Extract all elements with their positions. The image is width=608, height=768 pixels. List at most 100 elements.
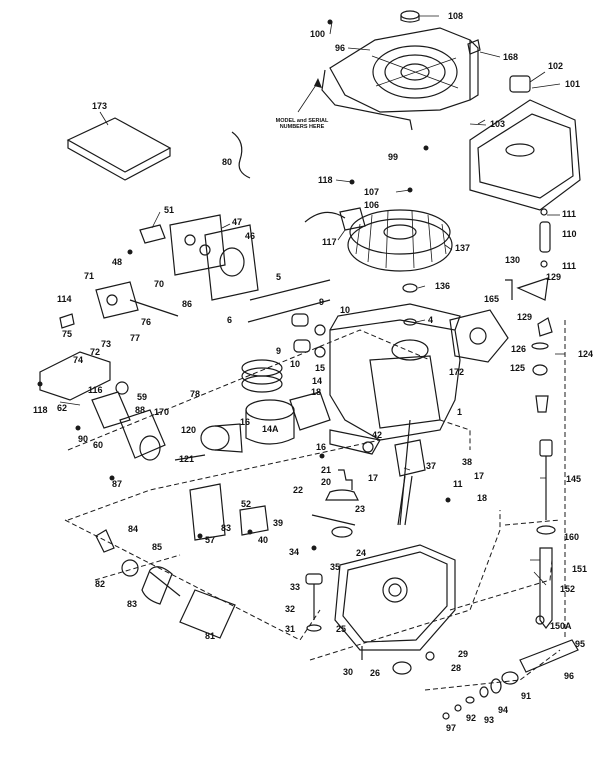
callout-172: 172 [449,367,465,377]
callout-125: 125 [510,363,526,373]
callout-102: 102 [548,61,564,71]
callout-137: 137 [455,243,471,253]
governor-linkage [59,281,179,329]
callout-126: 126 [511,344,527,354]
callout-57: 57 [205,535,216,545]
callout-51: 51 [164,205,175,215]
flywheel-washer [402,283,418,293]
callout-84: 84 [128,524,139,534]
callout-83: 83 [221,523,232,533]
pto-end-parts [442,639,579,720]
callout-81: 81 [205,631,216,641]
dipstick-tube [535,439,556,629]
callout-170: 170 [154,407,170,417]
callout-96-lower: 96 [564,671,575,681]
callout-168: 168 [503,52,519,62]
callout-35: 35 [330,562,341,572]
callout-5: 5 [276,272,282,282]
callout-4: 4 [428,315,434,325]
callout-22: 22 [293,485,304,495]
callout-130: 130 [505,255,521,265]
spark-plug-lead [304,211,346,223]
callout-99: 99 [388,152,399,162]
callout-52: 52 [241,499,252,509]
model-serial-note-line-1: MODEL and SERIAL [275,118,329,124]
callout-86: 86 [182,299,193,309]
callout-18: 18 [311,387,322,397]
callout-80: 80 [222,157,233,167]
callout-30: 30 [343,667,354,677]
model-serial-note-line-2: NUMBERS HERE [279,124,325,130]
callout-160: 160 [564,532,580,542]
callout-37: 37 [426,461,437,471]
callout-88: 88 [135,405,146,415]
brake-lever [505,279,513,300]
muffler-assembly [95,529,236,639]
callout-121: 121 [179,454,195,464]
connecting-rod [329,429,381,455]
callout-11: 11 [453,479,463,489]
callout-110: 110 [562,229,577,239]
governor-gear-stack [305,573,323,632]
callout-111: 111 [562,209,577,219]
callout-38: 38 [462,457,473,467]
carburetor [91,381,166,461]
callout-10: 10 [340,305,351,315]
ignition-module [339,207,366,231]
callout-14: 14 [312,376,323,386]
callout-93: 93 [484,715,495,725]
callout-28: 28 [451,663,462,673]
callout-31: 31 [285,624,296,634]
oil-seal [392,661,412,675]
callout-72: 72 [90,347,101,357]
flywheel [347,209,453,272]
callout-18-right: 18 [477,493,488,503]
model-serial-note: MODEL and SERIAL NUMBERS HERE [262,118,342,130]
callout-103: 103 [490,119,506,129]
callout-17-right: 17 [474,471,485,481]
callout-124: 124 [578,349,594,359]
callout-62: 62 [57,403,68,413]
callout-85: 85 [152,542,163,552]
cam-gear-disc [331,526,353,538]
callout-78: 78 [190,389,201,399]
callout-90: 90 [78,434,89,444]
callout-33: 33 [290,582,301,592]
fuel-tank [469,75,581,211]
camshaft [311,514,356,526]
callout-47: 47 [232,217,243,227]
callout-23: 23 [355,504,366,514]
callout-24: 24 [356,548,367,558]
piston-assembly [241,359,331,445]
callout-87: 87 [112,479,123,489]
callout-118: 118 [318,175,333,185]
callout-150A: 150A [550,621,572,631]
callout-116: 116 [88,385,103,395]
callout-32: 32 [285,604,296,614]
callout-136: 136 [435,281,451,291]
callout-14A: 14A [262,424,279,434]
callout-25: 25 [336,624,347,634]
callout-83-lower: 83 [127,599,138,609]
cylinder-block [329,303,461,441]
camshaft-gear [325,469,359,501]
callout-73: 73 [101,339,112,349]
callout-107: 107 [364,187,380,197]
callout-117: 117 [322,237,337,247]
callout-29: 29 [458,649,469,659]
callout-71: 71 [84,271,95,281]
callout-82: 82 [95,579,106,589]
callout-76: 76 [141,317,152,327]
callout-108: 108 [448,11,464,21]
callout-21: 21 [321,465,332,475]
muffler-bracket [189,483,226,541]
callout-97: 97 [446,723,457,733]
callout-1: 1 [457,407,463,417]
callout-59: 59 [137,392,148,402]
sump-bolt [425,651,435,661]
primer-bulb [139,224,166,244]
callout-40: 40 [258,535,269,545]
callout-92: 92 [466,713,477,723]
callout-145: 145 [566,474,582,484]
